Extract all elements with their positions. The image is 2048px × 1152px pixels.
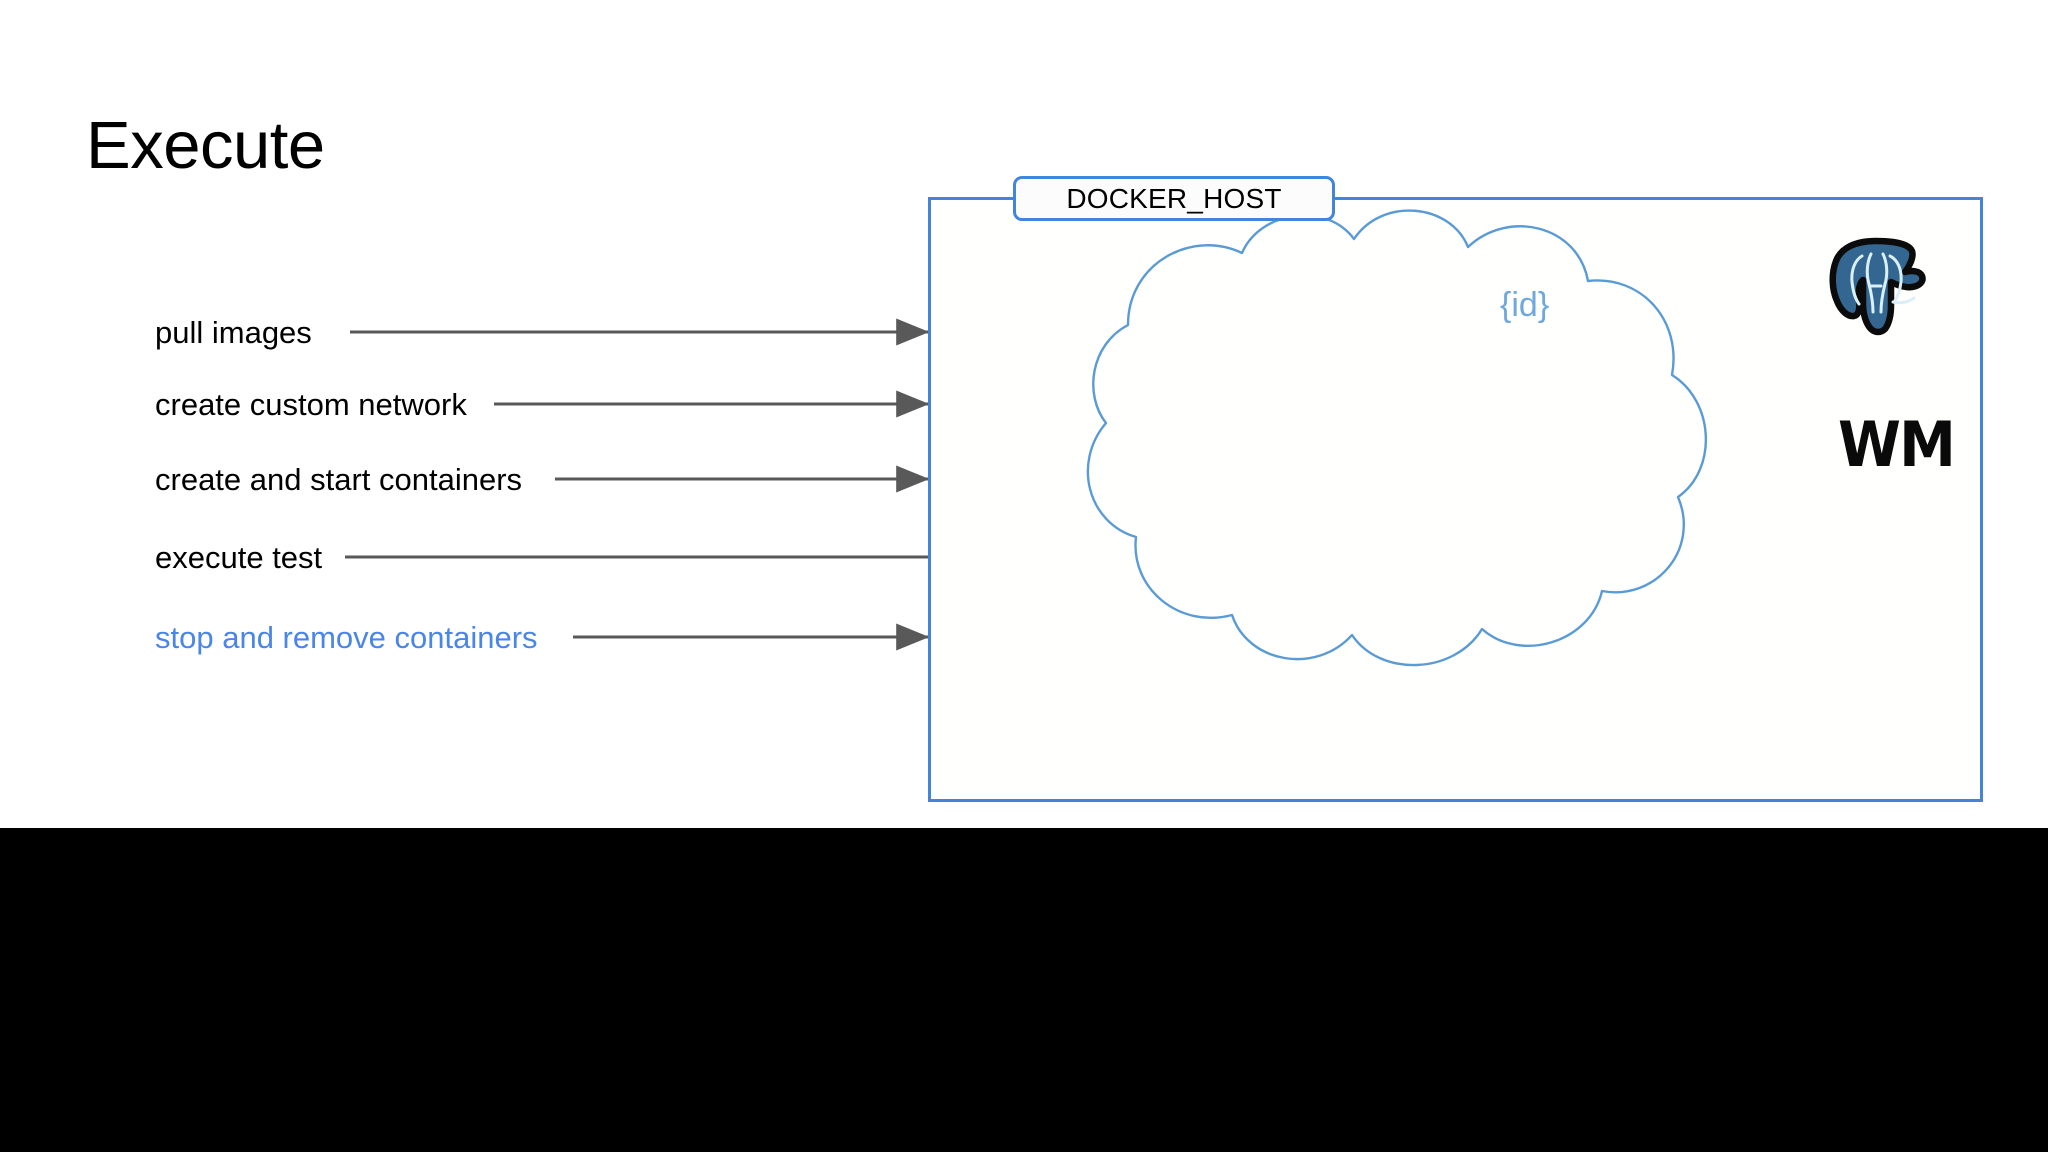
- docker-host-badge-label: DOCKER_HOST: [1066, 182, 1282, 214]
- terminal-panel[interactable]: ubuntu@ip-172-31-7-211:~/repositories/do…: [0, 828, 2048, 1152]
- cloud-shape: [1010, 205, 1740, 685]
- page-title: Execute: [86, 108, 325, 183]
- step-item-5: stop and remove containers: [155, 615, 538, 659]
- cloud-id-label: {id}: [1500, 286, 1550, 324]
- step-item-1: pull images: [155, 310, 312, 354]
- step-item-label: create custom network: [155, 386, 467, 422]
- step-list: pull images create custom network create a…: [0, 0, 960, 828]
- step-item-label: stop and remove containers: [155, 619, 538, 655]
- wm-label: WM: [1838, 408, 1956, 481]
- step-item-2: create custom network: [155, 382, 467, 426]
- docker-host-badge: DOCKER_HOST: [1013, 176, 1335, 221]
- slide-canvas: Execute pull images create custom network…: [0, 0, 1983, 828]
- step-item-label: pull images: [155, 314, 312, 350]
- step-item-label: create and start containers: [155, 461, 523, 497]
- cloud-outline: [1086, 209, 1708, 667]
- postgresql-elephant-icon: [1815, 232, 1937, 342]
- docker-host-boundary: [928, 197, 1983, 802]
- step-item-3: create and start containers: [155, 457, 522, 501]
- step-item-4: execute test: [155, 535, 322, 579]
- step-item-label: execute test: [155, 539, 323, 575]
